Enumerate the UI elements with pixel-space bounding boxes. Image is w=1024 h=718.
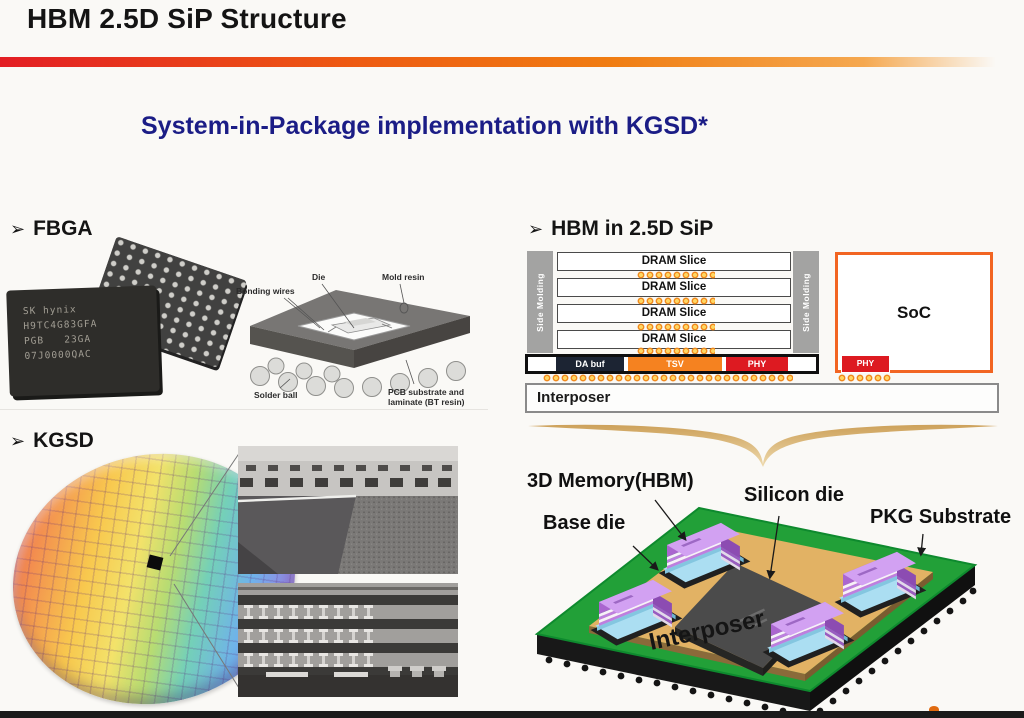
interposer-bar: Interposer [525, 383, 999, 413]
soc-die: SoC [835, 252, 993, 373]
annotation-arrows [632, 499, 927, 580]
bond-wire [327, 326, 337, 333]
cutaway-solder-balls [250, 357, 466, 398]
cutaway-label-solder-ball: Solder ball [254, 390, 297, 400]
bond-wire [381, 323, 393, 329]
sem-stacked-die-photo [238, 583, 458, 697]
cutaway-label-bonding-wires: Bonding wires [236, 286, 295, 296]
microbump-row [637, 323, 715, 331]
label-silicon-die: Silicon die [744, 484, 845, 506]
slide-subtitle: System-in-Package implementation with KG… [141, 112, 708, 140]
side-molding-left: Side Molding [527, 251, 553, 353]
cutaway-label-pcb-2: laminate (BT resin) [388, 397, 465, 407]
cutaway-die-top [344, 318, 376, 326]
section-heading-kgsd: ➢ KGSD [10, 429, 94, 453]
annotation-lines [279, 283, 415, 389]
base-die-phy-block: PHY [726, 357, 788, 371]
fbga-cutaway-diagram: Bonding wires Die Mold resin Solder ball… [236, 272, 470, 407]
bottom-bar [0, 711, 1024, 718]
bullet-arrow-icon: ➢ [10, 430, 26, 451]
silicon-die-marking [738, 608, 768, 630]
bullet-arrow-icon: ➢ [10, 218, 26, 239]
microbump-row-soc [838, 374, 892, 382]
microbump-row-base [543, 374, 793, 382]
logo-fragment [929, 706, 939, 713]
header-accent-bar [0, 57, 1016, 67]
dram-slice-1: DRAM Slice [557, 252, 791, 271]
section-heading-sip: ➢ HBM in 2.5D SiP [528, 217, 713, 241]
label-3d-memory: 3D Memory(HBM) [527, 470, 694, 492]
soc-label: SoC [897, 302, 931, 322]
label-pkg-substrate: PKG Substrate [870, 506, 1012, 528]
cutaway-label-pcb-1: PCB substrate and [388, 387, 464, 397]
soc-phy-block: PHY [841, 355, 890, 373]
dram-slice-3: DRAM Slice [557, 304, 791, 323]
chip-marking-line: 07J0000QAC [24, 348, 92, 363]
dram-slice-2: DRAM Slice [557, 278, 791, 297]
section-divider [0, 409, 488, 410]
mold-resin-mark [399, 302, 409, 314]
cutaway-front-left-face [250, 326, 354, 368]
tsv-pillars [244, 605, 373, 667]
microbump-row [637, 271, 715, 279]
cutaway-label-mold-resin: Mold resin [382, 272, 425, 282]
base-die-tsv-block: TSV [628, 357, 722, 371]
section-heading-kgsd-label: KGSD [33, 429, 94, 452]
hbm-base-die-bar: DA buf TSV PHY [525, 354, 819, 374]
substrate-side [810, 565, 975, 711]
page-title: HBM 2.5D SiP Structure [27, 3, 347, 34]
cutaway-label-die: Die [312, 272, 326, 282]
base-die-da-block: DA buf [556, 357, 624, 371]
section-heading-sip-label: HBM in 2.5D SiP [551, 217, 714, 240]
section-heading-fbga: ➢ FBGA [10, 217, 93, 241]
silicon-die-side [675, 627, 763, 676]
bullet-arrow-icon: ➢ [528, 218, 544, 239]
cutaway-front-right-face [354, 316, 470, 368]
sem-die-edge-photo [238, 446, 458, 574]
substrate-side [537, 634, 810, 711]
label-base-die: Base die [543, 512, 626, 534]
section-heading-fbga-label: FBGA [33, 217, 93, 240]
fbga-chip-marking-photo: SK hynix H9TC4G83GFA PGB 23GA 07J0000QAC [6, 285, 160, 397]
funnel-brace [528, 424, 998, 467]
sip-schematic: Side Molding Side Molding DRAM Slice DRA… [525, 248, 1005, 418]
package-3d-figure: Interposer [534, 499, 978, 718]
side-molding-right: Side Molding [793, 251, 819, 353]
microbump-row [637, 297, 715, 305]
microbump-row [637, 347, 715, 355]
